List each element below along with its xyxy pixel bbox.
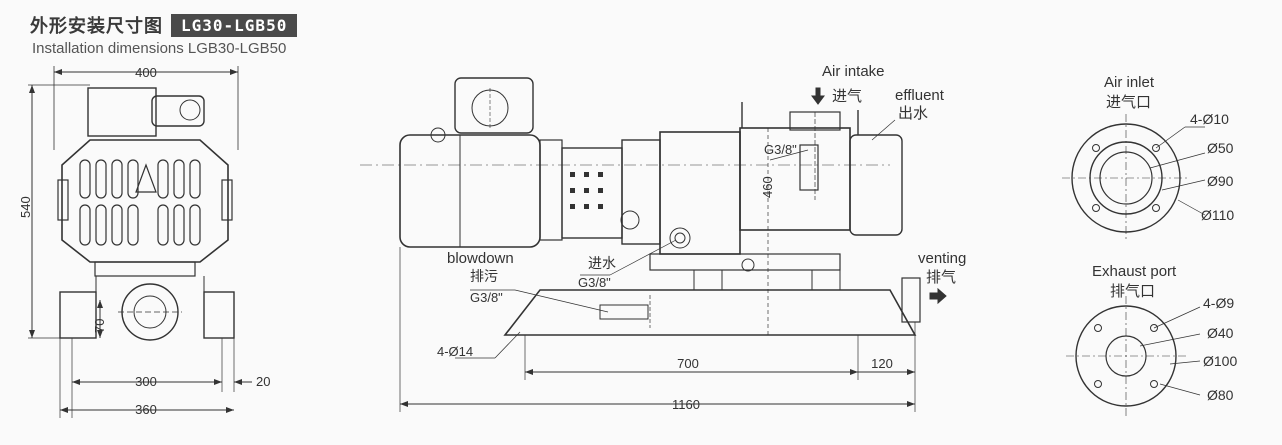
exhaust-port-cn: 排气口 [1110,282,1155,300]
front-dim-540: 540 [18,196,33,218]
front-dim-70: 70 [92,319,107,333]
exhaust-d40: Ø40 [1207,325,1234,341]
exhaust-d100: Ø100 [1203,353,1237,369]
exhaust-holes: 4-Ø9 [1203,295,1234,311]
header: 外形安装尺寸图 LG30-LGB50 [30,12,298,38]
blowdown-cn: 排污 [470,269,498,285]
front-dim-300: 300 [135,374,157,389]
air-inlet-d90: Ø90 [1207,173,1234,189]
venting-label: venting [918,250,966,267]
air-intake-label: Air intake [822,63,885,80]
air-inlet-flange [1062,114,1206,242]
dim-1160: 1160 [672,397,700,412]
top-thread: G3/8" [764,142,797,157]
model-badge: LG30-LGB50 [171,13,298,37]
dim-460: 460 [760,176,775,198]
dim-700: 700 [677,356,699,371]
air-inlet-d50: Ø50 [1207,140,1234,156]
exhaust-d80: Ø80 [1207,387,1234,403]
water-in-cn: 进水 [588,256,616,272]
effluent-label: effluent [895,87,945,104]
side-view [360,77,947,412]
air-intake-cn: 进气 [832,87,862,105]
dim-120: 120 [871,356,893,371]
blowdown-label: blowdown [447,250,514,267]
front-view [28,66,252,418]
holes-label: 4-Ø14 [437,344,473,359]
front-dim-360: 360 [135,402,157,417]
exhaust-port-label: Exhaust port [1092,263,1177,280]
exhaust-port-flange [1066,296,1201,416]
effluent-cn: 出水 [898,104,928,122]
subtitle: Installation dimensions LGB30-LGB50 [32,40,287,57]
venting-cn: 排气 [926,268,956,286]
air-inlet-label: Air inlet [1104,74,1155,91]
air-inlet-holes: 4-Ø10 [1190,111,1229,127]
title-cn: 外形安装尺寸图 [30,16,163,37]
air-inlet-cn: 进气口 [1106,93,1151,111]
blowdown-thread: G3/8" [470,290,503,305]
front-dim-20: 20 [256,374,270,389]
air-inlet-d110: Ø110 [1201,207,1234,223]
water-in-thread: G3/8" [578,275,611,290]
front-dim-400: 400 [135,65,157,80]
